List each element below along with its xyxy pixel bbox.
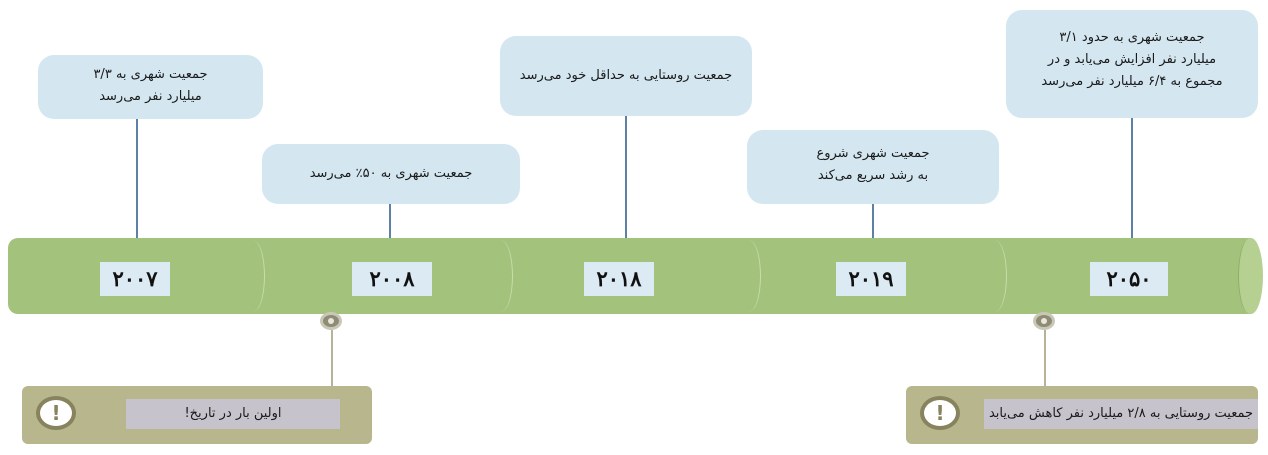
event-2018-callout: جمعیت روستایی به حداقل خود می‌رسد bbox=[500, 36, 752, 116]
year-label-2019: ۲۰۱۹ bbox=[836, 262, 906, 296]
year-label-2050: ۲۰۵۰ bbox=[1090, 262, 1168, 296]
event-2050-line-2: میلیارد نفر افزایش می‌یابد و در bbox=[1047, 52, 1217, 67]
segment-divider bbox=[994, 240, 1007, 312]
event-2019-line-1: جمعیت شهری شروع bbox=[816, 146, 930, 161]
connector-2019 bbox=[872, 204, 874, 240]
exclamation-icon: ! bbox=[920, 396, 960, 430]
event-2007-line-2: میلیارد نفر می‌رسد bbox=[99, 89, 202, 104]
marker-line-right bbox=[1044, 330, 1046, 386]
year-label-2007: ۲۰۰۷ bbox=[100, 262, 170, 296]
event-2008-line-1: جمعیت شهری به ۵۰٪ می‌رسد bbox=[309, 166, 473, 181]
segment-divider bbox=[252, 240, 265, 312]
note-first-time: ! اولین بار در تاریخ! bbox=[22, 386, 372, 444]
segment-divider bbox=[500, 240, 513, 312]
marker-dot-right bbox=[1033, 312, 1055, 330]
event-2008-callout: جمعیت شهری به ۵۰٪ می‌رسد bbox=[262, 144, 520, 204]
timeline-bar-end bbox=[1238, 238, 1263, 314]
note-first-time-text: اولین بار در تاریخ! bbox=[126, 399, 340, 429]
event-2018-line-1: جمعیت روستایی به حداقل خود می‌رسد bbox=[519, 68, 733, 83]
connector-2018 bbox=[625, 114, 627, 240]
event-2007-line-1: جمعیت شهری به ۳/۳ bbox=[93, 67, 208, 82]
year-label-2018: ۲۰۱۸ bbox=[584, 262, 654, 296]
event-2019-line-2: به رشد سریع می‌کند bbox=[817, 168, 929, 183]
connector-2008 bbox=[389, 204, 391, 240]
event-2050-line-1: جمعیت شهری به حدود ۳/۱ bbox=[1059, 30, 1205, 45]
event-2019-callout: جمعیت شهری شروع به رشد سریع می‌کند bbox=[747, 130, 999, 204]
segment-divider bbox=[748, 240, 761, 312]
event-2050-callout: جمعیت شهری به حدود ۳/۱ میلیارد نفر افزای… bbox=[1006, 10, 1258, 118]
connector-2007 bbox=[136, 116, 138, 240]
event-2050-line-3: مجموع به ۶/۴ میلیارد نفر می‌رسد bbox=[1041, 74, 1223, 89]
connector-2050 bbox=[1131, 118, 1133, 240]
note-rural-decline-text: جمعیت روستایی به ۲/۸ میلیارد نفر کاهش می… bbox=[984, 399, 1258, 429]
event-2007-callout: جمعیت شهری به ۳/۳ میلیارد نفر می‌رسد bbox=[38, 55, 263, 119]
marker-dot-left bbox=[320, 312, 342, 330]
year-label-2008: ۲۰۰۸ bbox=[352, 262, 432, 296]
note-rural-decline: ! جمعیت روستایی به ۲/۸ میلیارد نفر کاهش … bbox=[906, 386, 1258, 444]
exclamation-icon: ! bbox=[36, 396, 76, 430]
marker-line-left bbox=[331, 330, 333, 386]
